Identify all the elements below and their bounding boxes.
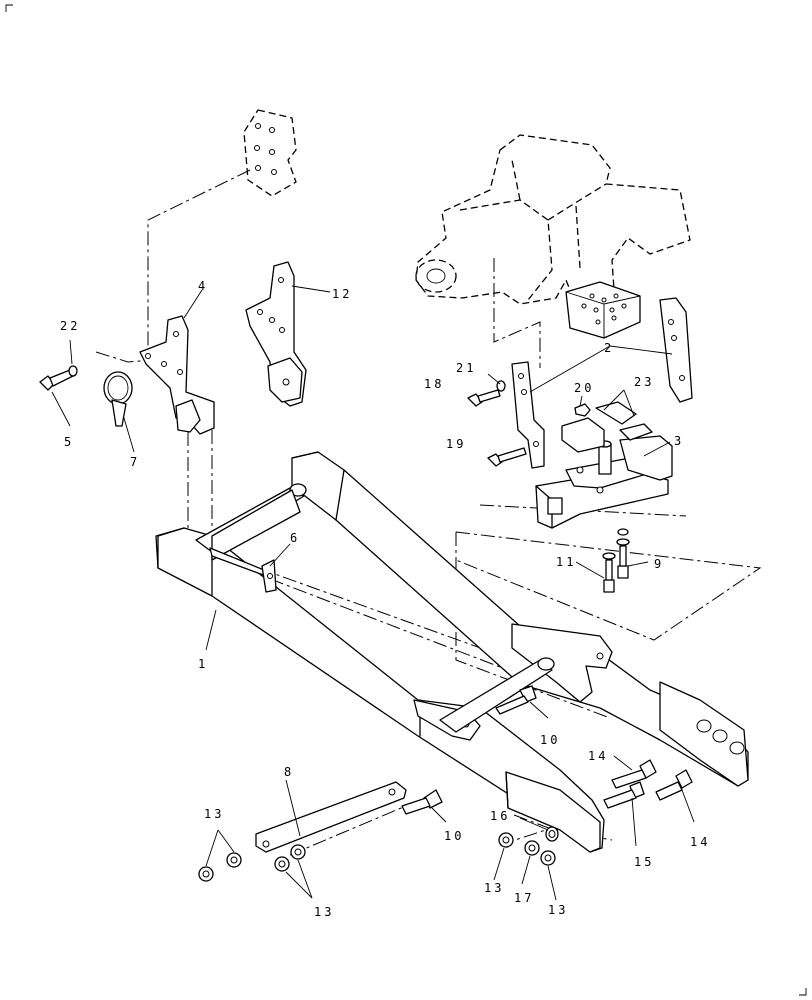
callout-10-upper: 10 <box>540 733 560 747</box>
callout-13-left: 13 <box>204 807 224 821</box>
callout-20: 20 <box>574 381 594 395</box>
callout-14-lower: 14 <box>690 835 710 849</box>
bolt-15 <box>603 781 645 809</box>
part-12-bracket <box>245 261 307 407</box>
callout-labels: 1 2 3 4 5 6 7 8 9 10 10 11 12 13 13 13 1… <box>60 279 710 919</box>
callout-14-upper: 14 <box>588 749 608 763</box>
bolt-10-lower <box>401 789 443 815</box>
part-4-mount-bracket <box>139 315 215 435</box>
washer-16 <box>545 826 559 842</box>
bolt-11 <box>602 552 616 593</box>
callout-11: 11 <box>556 555 576 569</box>
callout-12: 12 <box>332 287 352 301</box>
main-frame <box>155 451 749 853</box>
callout-21: 21 <box>456 361 476 375</box>
callout-15: 15 <box>634 855 654 869</box>
phantom-mounting-plate <box>243 109 297 197</box>
callout-7: 7 <box>130 455 140 469</box>
callout-5: 5 <box>64 435 74 449</box>
bolt-14-lower <box>655 769 693 801</box>
bolt-5 <box>39 369 74 391</box>
part-20-nut <box>574 403 591 417</box>
callout-4: 4 <box>198 279 208 293</box>
callout-8: 8 <box>284 765 294 779</box>
callout-1: 1 <box>198 657 208 671</box>
callout-16: 16 <box>490 809 510 823</box>
part-2-strap-left <box>511 361 545 469</box>
phantom-front-bracket <box>565 281 641 339</box>
callout-22: 22 <box>60 319 80 333</box>
part-2-strap-right <box>659 297 693 403</box>
callout-18: 18 <box>424 377 444 391</box>
part-7-lynch-pin <box>103 371 133 427</box>
callout-17: 17 <box>514 891 534 905</box>
callout-13-right-a: 13 <box>484 881 504 895</box>
bolt-18 <box>467 389 501 407</box>
callout-9: 9 <box>654 557 664 571</box>
callout-10-lower: 10 <box>444 829 464 843</box>
nut-17 <box>524 840 540 856</box>
callout-23: 23 <box>634 375 654 389</box>
crop-mark-bottom-right <box>799 988 807 996</box>
callout-19: 19 <box>446 437 466 451</box>
bolt-10-upper <box>495 685 537 715</box>
washer-22 <box>68 365 78 377</box>
crop-mark-top-left <box>5 4 13 12</box>
callout-6: 6 <box>290 531 300 545</box>
part-3-bracket <box>535 435 673 529</box>
nuts-13 <box>198 832 556 882</box>
part-6-lock-pin <box>209 547 277 593</box>
part-8-link-bar <box>255 781 407 853</box>
leader-lines <box>51 285 695 901</box>
phantom-axle-housing <box>415 134 691 305</box>
callout-13-middle: 13 <box>314 905 334 919</box>
bolt-9 <box>616 528 630 579</box>
callout-3: 3 <box>674 434 684 448</box>
callout-2: 2 <box>604 341 614 355</box>
callout-13-right-b: 13 <box>548 903 568 917</box>
bolt-19 <box>487 447 527 467</box>
bolt-14-upper <box>611 759 657 789</box>
